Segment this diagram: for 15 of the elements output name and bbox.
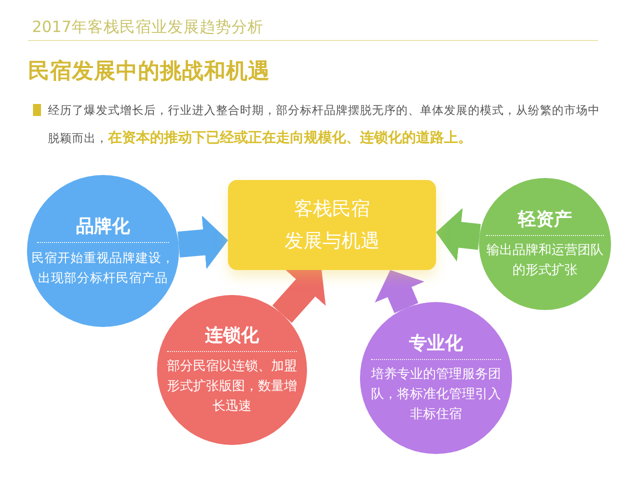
circle-description: 民宿开始重视品牌建设，出现部分标杆民宿产品: [30, 248, 176, 286]
block-arrow: [178, 215, 230, 270]
center-box: [228, 180, 436, 270]
circle-heading: 轻资产: [518, 208, 572, 232]
circle-description: 部分民宿以连锁、加盟形式扩张版图，数量增长迅速: [166, 358, 298, 416]
header-title: 2017年客栈民宿业发展趋势分析: [32, 17, 264, 38]
block-arrow: [434, 208, 481, 262]
circle-description: 培养专业的管理服务团队，将标准化管理引入非标住宿: [370, 366, 502, 424]
circle-heading: 品牌化: [76, 214, 130, 238]
section-heading: 民宿发展中的挑战和机遇: [28, 58, 270, 86]
circle-description: 输出品牌和运营团队的形式扩张: [486, 242, 604, 280]
center-title: 客栈民宿发展与机遇: [284, 197, 380, 254]
intro-paragraph: 经历了爆发式增长后，行业进入整合时期，部分标杆品牌摆脱无序的、单体发展的模式，从纷繁的市场中脱颖而出，在资本的推动下已经或正在走向规模化、连锁化的道路上。: [48, 102, 601, 148]
circle-heading: 连锁化: [205, 324, 259, 348]
circle-heading: 专业化: [409, 332, 463, 356]
